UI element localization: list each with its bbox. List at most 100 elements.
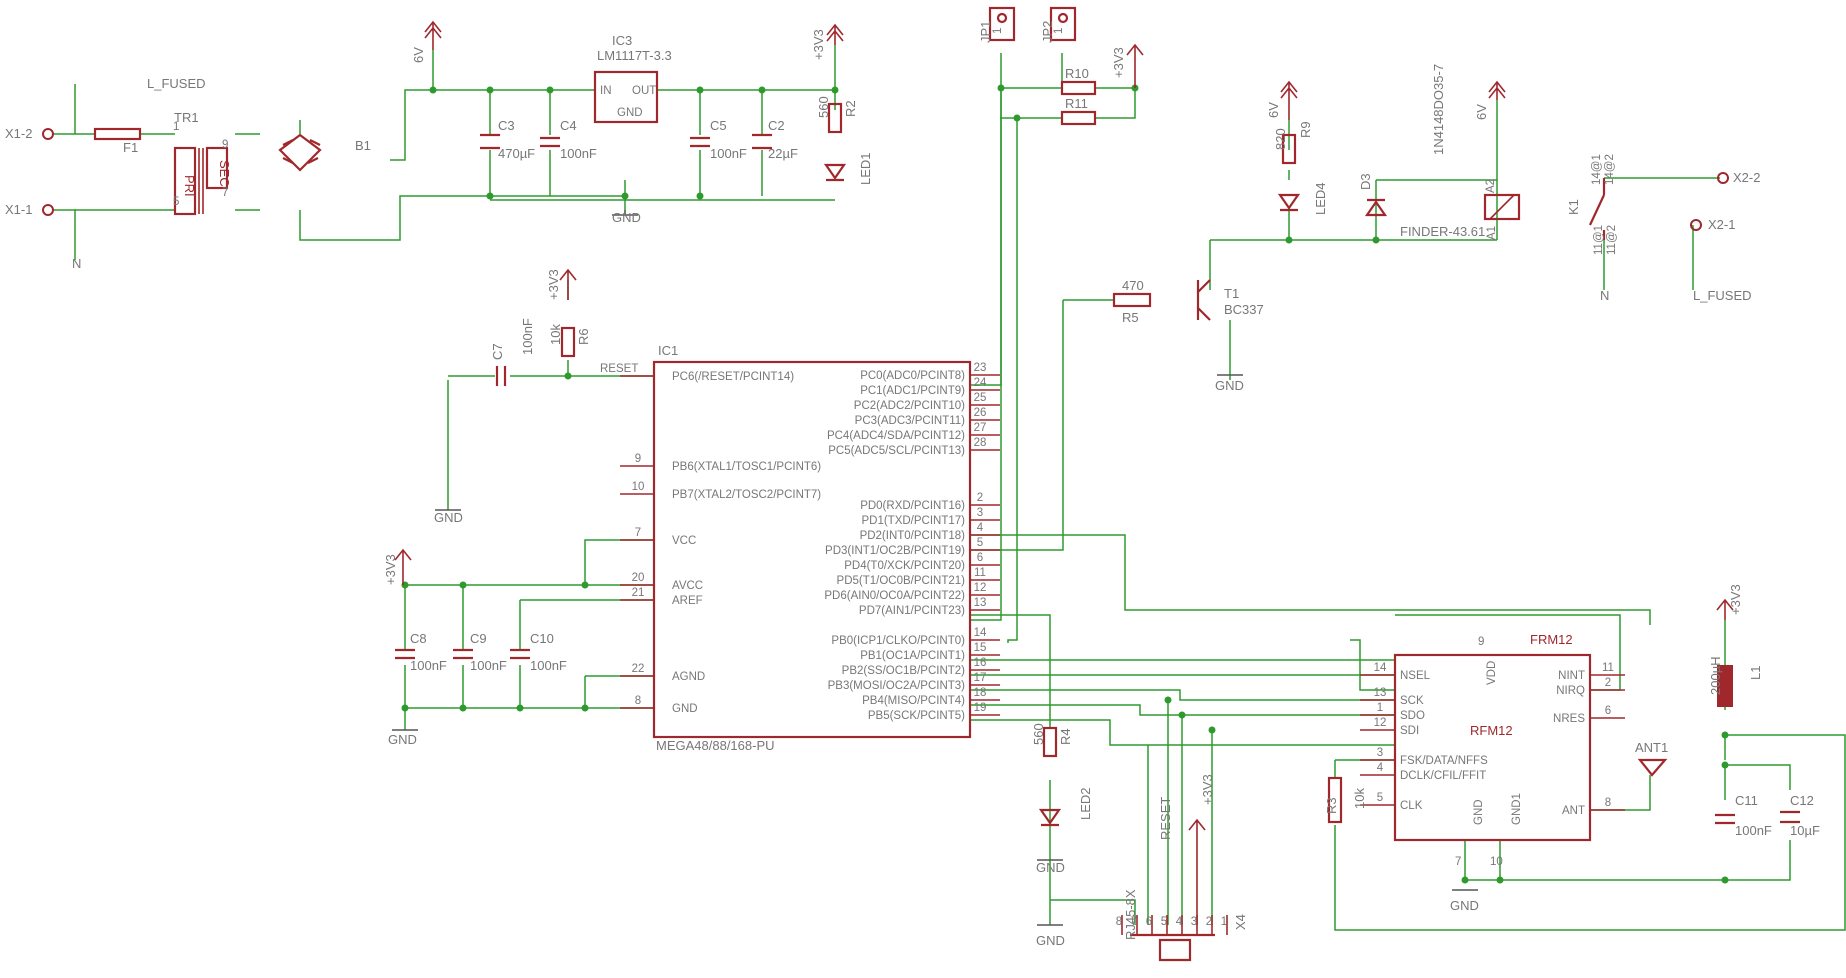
led1-symbol: [823, 163, 847, 182]
gnd-led2-label: GND: [1036, 860, 1065, 875]
rfm-pin-num: 3: [1377, 747, 1383, 759]
supply-3v3-arrow: [826, 23, 844, 45]
l-fused-label: L_FUSED: [147, 76, 206, 91]
c3-value: 470µF: [498, 146, 535, 161]
c4-value: 100nF: [560, 146, 597, 161]
x1-1-label: X1-1: [5, 202, 32, 217]
supply-3v3-d-label: +3V3: [383, 554, 398, 585]
rj45-body: [1130, 933, 1215, 962]
ic1-pin-num: 20: [632, 572, 645, 584]
x1-2-terminal: [42, 128, 54, 140]
ic1-pin-vcc: VCC: [672, 535, 696, 547]
ic1-pin-pc3: PC3(ADC3/PCINT11): [855, 415, 966, 427]
jp1-label: JP1: [978, 21, 993, 43]
r11-label: R11: [1065, 96, 1088, 111]
c9-label: C9: [470, 631, 487, 646]
ic1-pin-num: 18: [974, 687, 987, 699]
tr1-pri-label: PRI: [182, 175, 197, 197]
rfm-pin-fsk: FSK/DATA/NFFS: [1400, 755, 1488, 767]
ic1-pin-num: 12: [974, 582, 987, 594]
transistor-t1: [1196, 279, 1211, 321]
c8-value: 100nF: [410, 658, 447, 673]
jp2-body: [1049, 6, 1077, 42]
ic1-pin-pb2: PB2(SS/OC1B/PCINT2): [842, 665, 966, 677]
c8-label: C8: [410, 631, 427, 646]
tr1-pin1: 1: [173, 121, 179, 133]
rfm-pin-nres: NRES: [1553, 713, 1585, 725]
rfm-pin-clk: CLK: [1400, 800, 1423, 812]
r4-label: R4: [1058, 728, 1073, 745]
ic1-label: IC1: [658, 343, 678, 358]
ic1-pin-pd7: PD7(AIN1/PCINT23): [859, 605, 965, 617]
ic1-pin-num: 17: [974, 672, 987, 684]
rj45-pin-4: 4: [1176, 916, 1183, 928]
ic1-pin-num: 10: [632, 481, 645, 493]
relay-a2: A2: [1485, 179, 1497, 193]
ic1-pin-pb1: PB1(OC1A/PCINT1): [860, 650, 965, 662]
d3-label: D3: [1358, 173, 1373, 190]
diode-d3: [1364, 198, 1388, 217]
ic1-pin-gnd: GND: [672, 703, 698, 715]
rfm-pin-nirq: NIRQ: [1556, 685, 1585, 697]
resistor-r11: [1060, 110, 1097, 126]
rfm12-body: [1393, 653, 1592, 842]
ic1-pin-num: 7: [635, 527, 641, 539]
r6-label: R6: [576, 328, 591, 345]
ant1-label: ANT1: [1635, 740, 1668, 755]
resistor-r5: [1112, 292, 1152, 308]
n-right-label: N: [1600, 288, 1609, 303]
ic1-pin-pd1: PD1(TXD/PCINT17): [861, 515, 965, 527]
l1-value: 200µH: [1708, 656, 1723, 695]
fuse-f1: [93, 127, 142, 141]
d3-part: 1N4148DO35-7: [1431, 64, 1446, 155]
rfm-gnd-num: 7: [1455, 856, 1461, 868]
rfm-pin-ant: ANT: [1562, 805, 1585, 817]
ic1-left-pins: RESETPC6(/RESET/PCINT14)9PB6(XTAL1/TOSC1…: [600, 363, 821, 715]
supply-3v3-f-arrow: [1716, 598, 1734, 620]
supply-6v-b-arrow: [1280, 80, 1298, 120]
ic1-pin-num: 3: [977, 507, 983, 519]
c12-label: C12: [1790, 793, 1814, 808]
bridge-rectifier-b1: B1: [278, 133, 371, 172]
ic1-pin-pd6: PD6(AIN0/OC0A/PCINT22): [824, 590, 965, 602]
resistor-r6: [560, 326, 576, 358]
ic1-pin-num: 26: [974, 407, 987, 419]
rfm-gnd1: GND1: [1511, 793, 1523, 825]
ic1-pin-num: 28: [974, 437, 987, 449]
ic1-pin-num: 9: [635, 453, 641, 465]
rj45-pin-5: 5: [1161, 916, 1167, 928]
tr1-pin7: 7: [222, 187, 228, 199]
c5-value: 100nF: [710, 146, 747, 161]
rj45-pin-6: 6: [1146, 916, 1152, 928]
rfm-pin-num: 11: [1602, 662, 1614, 674]
antenna-ant1: [1637, 758, 1668, 777]
rfm-pin-num: 6: [1605, 705, 1611, 717]
c2-value: 22µF: [768, 146, 798, 161]
relay-coil: [1483, 193, 1521, 221]
x4-label: X4: [1233, 914, 1248, 930]
rfm-gnd1-num: 10: [1490, 856, 1503, 868]
resistor-r10: [1060, 80, 1097, 96]
r4-value: 560: [1031, 723, 1046, 745]
regulator-section: 6V IC3 LM1117T-3.3 IN OUT GND C3 470µF C…: [411, 20, 873, 225]
supply-3v3-e-label: +3V3: [1200, 774, 1215, 805]
rfm-vdd-num: 9: [1478, 636, 1484, 648]
ic1-pin-agnd: AGND: [672, 671, 705, 683]
rfm-pin-sdo: SDO: [1400, 710, 1425, 722]
ic1-pin-pb0: PB0(ICP1/CLKO/PCINT0): [831, 635, 965, 647]
resistor-r9: [1281, 133, 1297, 165]
f1-label: F1: [123, 140, 138, 155]
ic1-pin-pd3: PD3(INT1/OC2B/PCINT19): [825, 545, 965, 557]
r10-label: R10: [1065, 66, 1089, 81]
tr1-pin9: 9: [222, 139, 228, 151]
rfm-pin-num: 13: [1374, 687, 1387, 699]
c3-label: C3: [498, 118, 515, 133]
ic1-pin-pc5: PC5(ADC5/SCL/PCINT13): [828, 445, 965, 457]
gnd-caps-label: GND: [388, 732, 417, 747]
r2-label: R2: [843, 100, 858, 117]
rj45-label: RJ45-8X: [1123, 889, 1138, 940]
inductor-l1: [1717, 665, 1733, 707]
resistor-r4: [1042, 726, 1058, 758]
k1-pin-11a: 11@1: [1593, 225, 1605, 255]
